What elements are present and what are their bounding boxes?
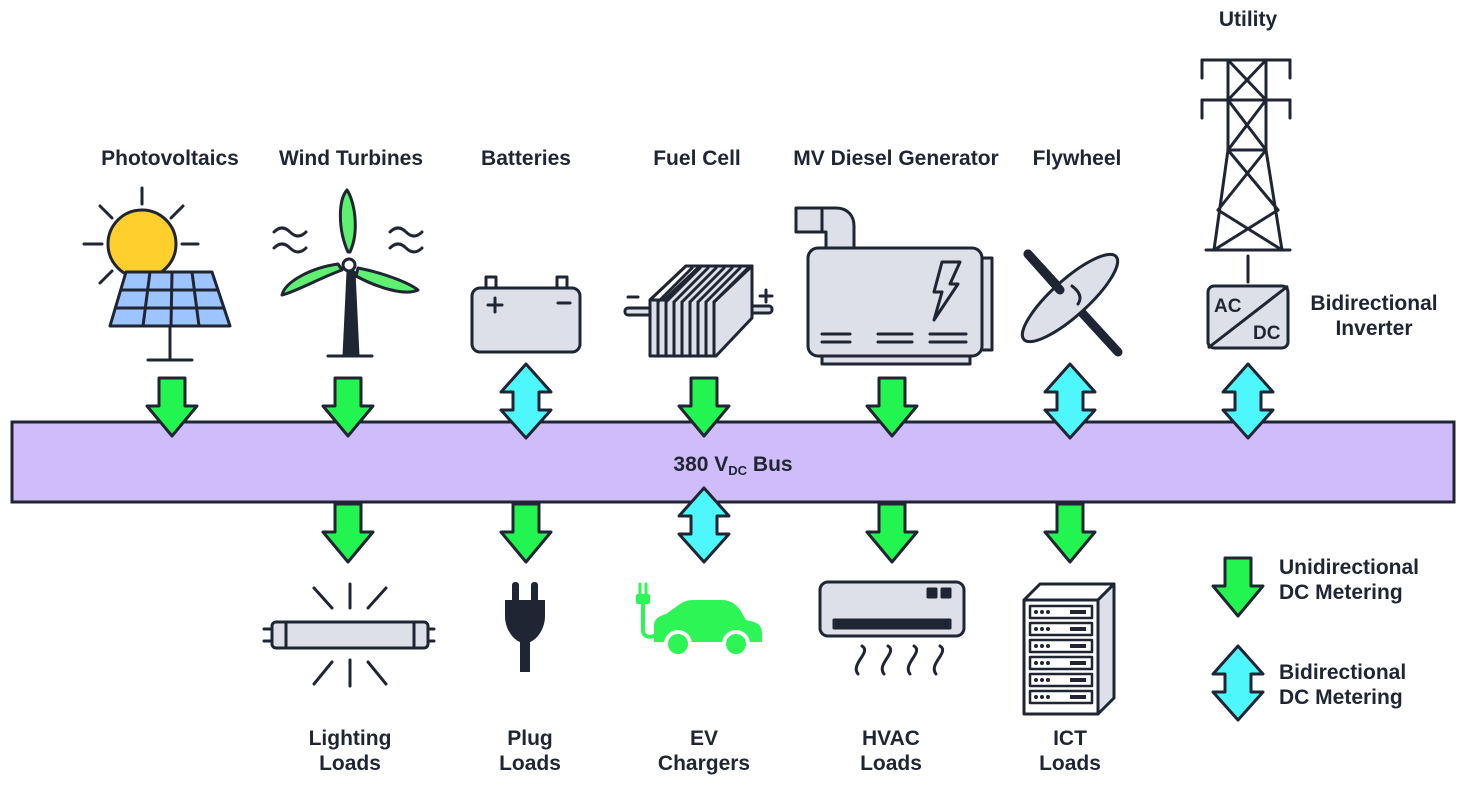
wind-turbines-label: Wind Turbines bbox=[278, 147, 424, 170]
utility-label: Utility bbox=[1218, 8, 1278, 31]
lighting-tube-icon bbox=[262, 582, 436, 688]
fuel-cell-label: Fuel Cell bbox=[653, 147, 741, 170]
server-rack-icon bbox=[1022, 582, 1116, 716]
ev-line1: EV bbox=[689, 727, 719, 750]
hvac-line2: Loads bbox=[860, 752, 922, 775]
battery-icon bbox=[470, 275, 582, 354]
lighting-line1: Lighting bbox=[308, 727, 392, 750]
diesel-generator-icon bbox=[794, 206, 994, 366]
legend-uni-line2: DC Metering bbox=[1279, 581, 1403, 604]
ict-loads-label: ICT Loads bbox=[1039, 726, 1101, 776]
bus-subscript: DC bbox=[728, 463, 748, 478]
legend-uni-line1: Unidirectional bbox=[1279, 556, 1420, 579]
bus-label: 380 VDC Bus bbox=[673, 453, 792, 478]
hvac-unit-icon bbox=[818, 580, 966, 676]
inverter-dc-label: DC bbox=[1253, 323, 1281, 344]
bus-suffix: Bus bbox=[752, 453, 793, 476]
legend-bidirectional-label: Bidirectional DC Metering bbox=[1279, 660, 1406, 710]
plug-icon bbox=[505, 582, 545, 672]
lighting-line2: Loads bbox=[319, 752, 381, 775]
flywheel-label: Flywheel bbox=[1032, 147, 1122, 170]
ev-car-icon bbox=[636, 582, 762, 658]
hvac-line1: HVAC bbox=[862, 727, 920, 750]
bus-voltage: 380 V bbox=[673, 453, 729, 476]
ict-line1: ICT bbox=[1053, 727, 1087, 750]
plug-line1: Plug bbox=[507, 727, 553, 750]
diesel-generator-label: MV Diesel Generator bbox=[793, 147, 999, 170]
lighting-meter-arrow bbox=[321, 502, 375, 564]
ev-chargers-label: EV Chargers bbox=[658, 726, 750, 776]
inverter-label-line1: Bidirectional bbox=[1310, 292, 1438, 315]
inverter-ac-label: AC bbox=[1214, 296, 1242, 317]
legend-bidirectional-arrow bbox=[1211, 644, 1265, 722]
flywheel-icon bbox=[1020, 249, 1123, 357]
wind-turbine-icon bbox=[272, 188, 424, 358]
solar-panel-icon bbox=[82, 186, 232, 362]
plug-meter-arrow bbox=[499, 502, 553, 564]
plug-loads-label: Plug Loads bbox=[499, 726, 561, 776]
hvac-loads-label: HVAC Loads bbox=[860, 726, 922, 776]
plug-line2: Loads bbox=[499, 752, 561, 775]
legend-unidirectional-arrow bbox=[1211, 556, 1265, 618]
fuel-cell-icon bbox=[623, 264, 774, 358]
legend-bi-line1: Bidirectional bbox=[1279, 661, 1407, 684]
utility-tower-icon bbox=[1200, 58, 1292, 284]
lighting-loads-label: Lighting Loads bbox=[309, 726, 392, 776]
ev-line2: Chargers bbox=[657, 752, 751, 775]
photovoltaics-label: Photovoltaics bbox=[101, 147, 239, 170]
batteries-label: Batteries bbox=[481, 147, 571, 170]
inverter-label: Bidirectional Inverter bbox=[1310, 291, 1437, 341]
inverter-icon bbox=[1206, 284, 1290, 350]
ict-line2: Loads bbox=[1039, 752, 1101, 775]
legend-bi-line2: DC Metering bbox=[1279, 686, 1403, 709]
dc-bus bbox=[10, 420, 1456, 504]
ict-meter-arrow bbox=[1043, 502, 1097, 564]
hvac-meter-arrow bbox=[865, 502, 919, 564]
legend-unidirectional-label: Unidirectional DC Metering bbox=[1279, 555, 1419, 605]
inverter-label-line2: Inverter bbox=[1335, 317, 1413, 340]
